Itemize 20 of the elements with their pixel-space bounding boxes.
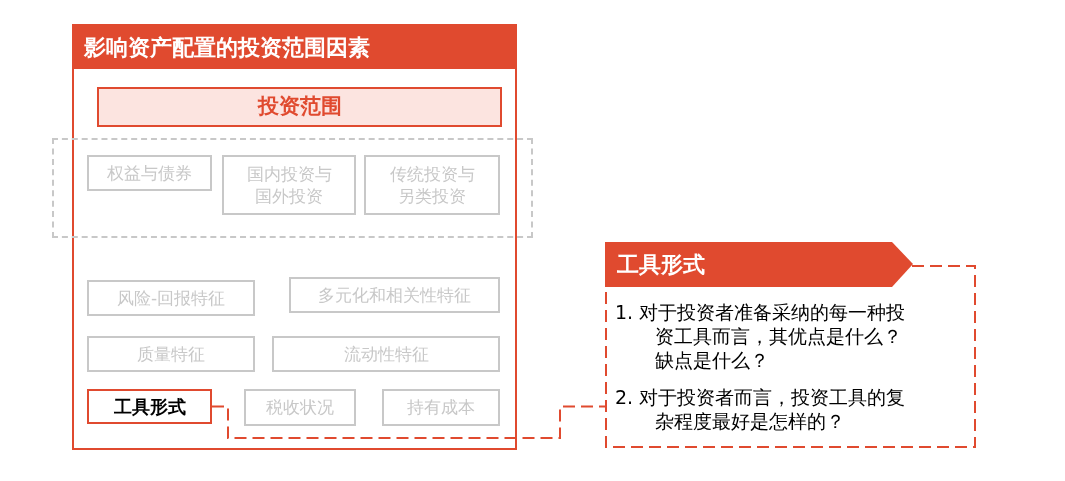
panel-header: 工具形式 bbox=[617, 250, 705, 279]
factor-box bbox=[382, 389, 500, 426]
factor-box bbox=[222, 155, 356, 215]
box-label: 投资范围 bbox=[256, 93, 343, 121]
factor-box bbox=[364, 155, 500, 215]
factor-box bbox=[87, 336, 255, 372]
category-box bbox=[97, 87, 502, 127]
dashed-group-box bbox=[52, 138, 533, 238]
panel-title: 影响资产配置的投资范围因素 bbox=[74, 26, 515, 69]
factor-box bbox=[87, 280, 255, 316]
factor-panel bbox=[72, 24, 517, 450]
factor-box bbox=[87, 155, 212, 191]
box-label: 工具形式 bbox=[112, 394, 187, 419]
factor-box bbox=[289, 277, 500, 313]
factor-box bbox=[244, 389, 356, 426]
connector-line bbox=[211, 405, 606, 439]
question-text: 1. 对于投资者准备采纳的每一种投资工具而言，其优点是什么？缺点是什么？ bbox=[615, 300, 907, 372]
question-text: 2. 对于投资者而言，投资工具的复杂程度最好是怎样的？ bbox=[615, 385, 907, 433]
factor-box bbox=[272, 336, 500, 372]
highlighted-factor-box bbox=[87, 389, 212, 424]
